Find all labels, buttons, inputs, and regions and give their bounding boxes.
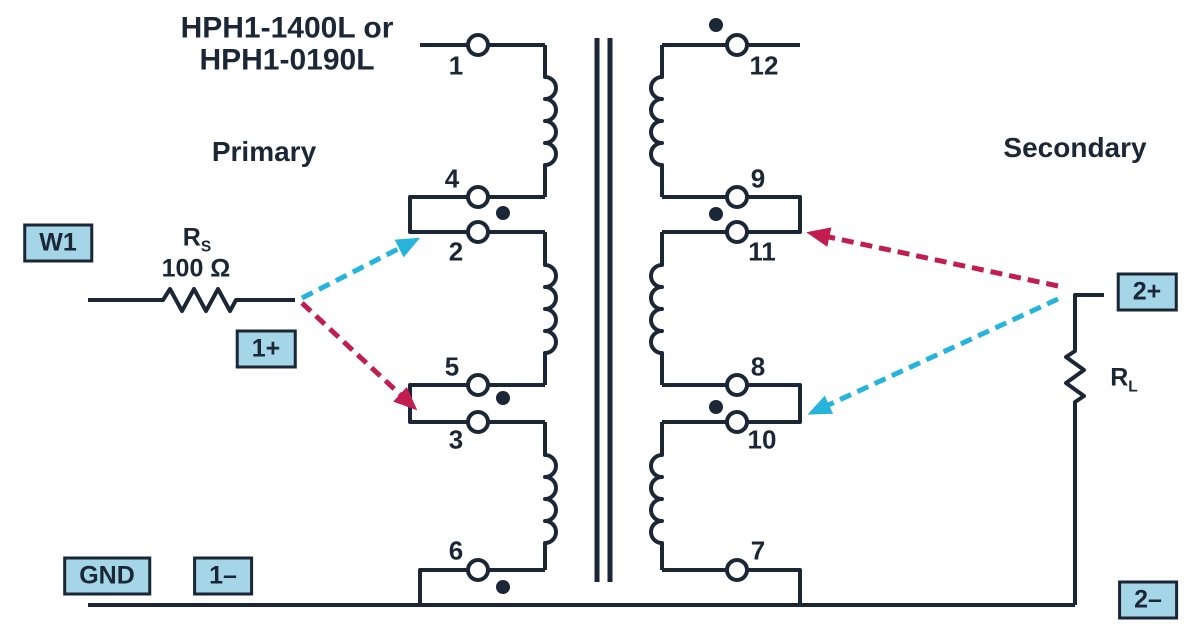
cyan-arrow-to-4-2-icon: [300, 237, 421, 301]
secondary-section-label: Secondary: [1003, 132, 1147, 163]
terminal-label-12: 12: [749, 50, 779, 81]
ch1-minus-tag: 1–: [193, 556, 253, 596]
secondary-coil-2: [649, 232, 664, 385]
terminal-label-5: 5: [444, 351, 460, 382]
polarity-dot-12: [709, 18, 723, 32]
polarity-dot-6: [496, 580, 510, 594]
secondary-windings: [649, 43, 802, 605]
terminal-label-7: 7: [750, 535, 766, 566]
rl-resistor-wire: [1064, 293, 1104, 605]
primary-section-label: Primary: [211, 136, 317, 167]
terminal-6-stub: [418, 568, 545, 605]
primary-coil-2: [543, 232, 558, 385]
polarity-dot-9-11: [709, 207, 723, 221]
part-number-line1: HPH1-1400L or: [180, 11, 394, 45]
polarity-dot-8-10: [709, 400, 723, 414]
red-arrow-to-9-11-icon: [806, 227, 1059, 289]
terminal-3-circle: [466, 410, 490, 434]
terminal-label-8: 8: [750, 351, 766, 382]
rl-symbol-label: RL: [1110, 364, 1138, 397]
cyan-arrow-to-8-10-icon: [807, 296, 1060, 415]
red-arrow-to-5-3-icon: [300, 301, 418, 411]
terminal-circles: [466, 33, 749, 582]
source-wiring: [88, 287, 1104, 607]
rs-subscript: S: [200, 238, 212, 256]
terminal-8-circle: [725, 373, 749, 397]
terminal-label-1: 1: [448, 50, 464, 81]
primary-coil-1: [543, 45, 558, 197]
terminal-label-11: 11: [748, 236, 776, 267]
primary-windings: [408, 43, 558, 605]
rs-value-label: 100 Ω: [161, 254, 231, 283]
polarity-dot-5-3: [496, 391, 510, 405]
secondary-coil-1: [649, 45, 664, 197]
rl-symbol: R: [1110, 363, 1129, 392]
terminal-6-circle: [466, 558, 490, 582]
part-number-title: HPH1-1400L or HPH1-0190L: [180, 11, 394, 76]
terminal-5-circle: [466, 373, 490, 397]
terminal-label-3: 3: [448, 424, 464, 455]
terminal-10-circle: [725, 410, 749, 434]
ch2-minus-tag: 2–: [1118, 580, 1178, 620]
terminal-2-circle: [466, 220, 490, 244]
polarity-dot-4-2: [496, 206, 510, 220]
terminal-7-circle: [725, 558, 749, 582]
terminal-label-4: 4: [444, 163, 460, 194]
terminal-7-stub: [662, 568, 802, 605]
secondary-coil-3: [649, 422, 664, 570]
primary-coil-3: [543, 422, 558, 570]
part-number-line2: HPH1-0190L: [199, 43, 375, 76]
terminal-label-10: 10: [747, 424, 777, 455]
terminal-12-circle: [725, 33, 749, 57]
ch2-plus-tag: 2+: [1116, 272, 1178, 312]
rl-subscript: L: [1128, 378, 1138, 396]
terminal-1-circle: [466, 33, 490, 57]
rs-symbol: R: [182, 223, 201, 252]
terminal-4-circle: [466, 185, 490, 209]
terminal-9-circle: [725, 185, 749, 209]
connection-arrows: [300, 227, 1060, 415]
gnd-tag: GND: [63, 556, 151, 596]
w1-tag: W1: [23, 223, 93, 263]
rs-resistor-wire: [88, 287, 295, 313]
terminal-label-6: 6: [448, 535, 464, 566]
terminal-11-circle: [725, 220, 749, 244]
polarity-dots: [496, 18, 723, 594]
transformer-core: [594, 38, 613, 582]
ch1-plus-tag: 1+: [235, 329, 297, 369]
rs-symbol-label: RS: [183, 224, 211, 257]
terminal-label-9: 9: [750, 163, 766, 194]
terminal-label-2: 2: [448, 236, 464, 267]
